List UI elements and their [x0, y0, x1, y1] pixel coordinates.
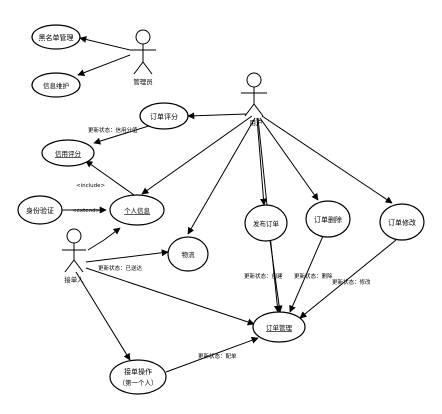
user-to-delete — [259, 117, 319, 201]
user-to-publish — [256, 117, 267, 206]
use-case-order-management-label: 订单管理 — [266, 323, 293, 332]
use-case-credit-rating-label: 信用评分 — [55, 149, 82, 158]
buyer-to-logistics — [85, 249, 169, 263]
rating-to-credit — [93, 124, 153, 145]
use-case-modify-order-label: 订单修改 — [388, 218, 416, 227]
admin-to-blacklist — [79, 36, 131, 51]
include-line — [85, 160, 135, 196]
use-case-identity: 身份验证 — [17, 195, 63, 225]
connectors — [62, 36, 397, 373]
label-update-modify: 更新状态：修改 — [332, 278, 371, 286]
admin-to-info-maintain — [77, 54, 131, 77]
user-to-logistics — [187, 117, 256, 235]
use-case-accept-order-line2: （第一个人） — [119, 378, 158, 387]
use-case-info-maintain: 信息维护 — [31, 72, 81, 98]
use-case-personal-info: 个人信息 — [109, 194, 165, 226]
use-case-logistics: 物流 — [167, 236, 209, 272]
use-case-publish-order: 发布订单 — [244, 204, 288, 242]
label-update-delete: 更新状态：删除 — [294, 272, 333, 280]
actor-user: 用户 — [241, 72, 267, 127]
use-case-identity-label: 身份验证 — [26, 206, 54, 215]
label-update-credit: 更新状态：信用分值 — [88, 126, 138, 134]
accept-to-mgmt — [165, 336, 259, 373]
use-case-accept-order-line1: 接单操作 — [124, 367, 152, 376]
use-case-blacklist: 黑名单管理 — [31, 24, 81, 50]
use-case-publish-order-label: 发布订单 — [253, 219, 280, 228]
use-case-info-maintain-label: 信息维护 — [43, 81, 69, 90]
label-include: <include> — [76, 183, 106, 189]
buyer-to-personal-info — [87, 227, 121, 251]
user-to-order-rating — [187, 112, 248, 120]
label-update-shipped: 更新状态：已送达 — [98, 264, 143, 272]
actor-buyer: 接单人 — [62, 228, 86, 284]
use-case-blacklist-label: 黑名单管理 — [39, 33, 74, 42]
actor-buyer-label: 接单人 — [64, 275, 84, 284]
use-case-logistics-label: 物流 — [182, 250, 196, 259]
buyer-to-accept — [75, 271, 131, 361]
use-case-credit-rating: 信用评分 — [41, 139, 95, 167]
delete-to-mgmt — [289, 235, 324, 313]
use-case-modify-order: 订单修改 — [379, 203, 425, 241]
use-case-order-management: 订单管理 — [252, 311, 306, 343]
use-case-delete-order: 订单删除 — [305, 200, 351, 238]
modify-to-mgmt — [299, 239, 397, 319]
buyer-to-order-mgmt — [85, 267, 255, 326]
publish-to-mgmt — [269, 239, 283, 313]
label-update-accept: 更新状态：配单 — [198, 352, 237, 360]
relation-labels: 更新状态：信用分值 <include> <extend> 更新状态：已送达 更新… — [72, 126, 371, 360]
actor-admin-label: 管理员 — [133, 77, 153, 86]
actor-admin: 管理员 — [130, 29, 156, 86]
user-to-modify — [261, 115, 393, 204]
use-case-order-rating: 订单评分 — [139, 102, 189, 130]
label-update-create: 更新状态：创建 — [244, 272, 283, 280]
user-to-personal-info — [141, 115, 253, 195]
use-case-delete-order-label: 订单删除 — [314, 215, 342, 224]
use-case-order-rating-label: 订单评分 — [150, 112, 178, 121]
actor-user-label: 用户 — [250, 118, 263, 127]
use-case-personal-info-label: 个人信息 — [124, 206, 151, 215]
label-extend: <extend> — [72, 208, 101, 214]
use-case-accept-order: 接单操作 （第一个人） — [109, 359, 167, 395]
